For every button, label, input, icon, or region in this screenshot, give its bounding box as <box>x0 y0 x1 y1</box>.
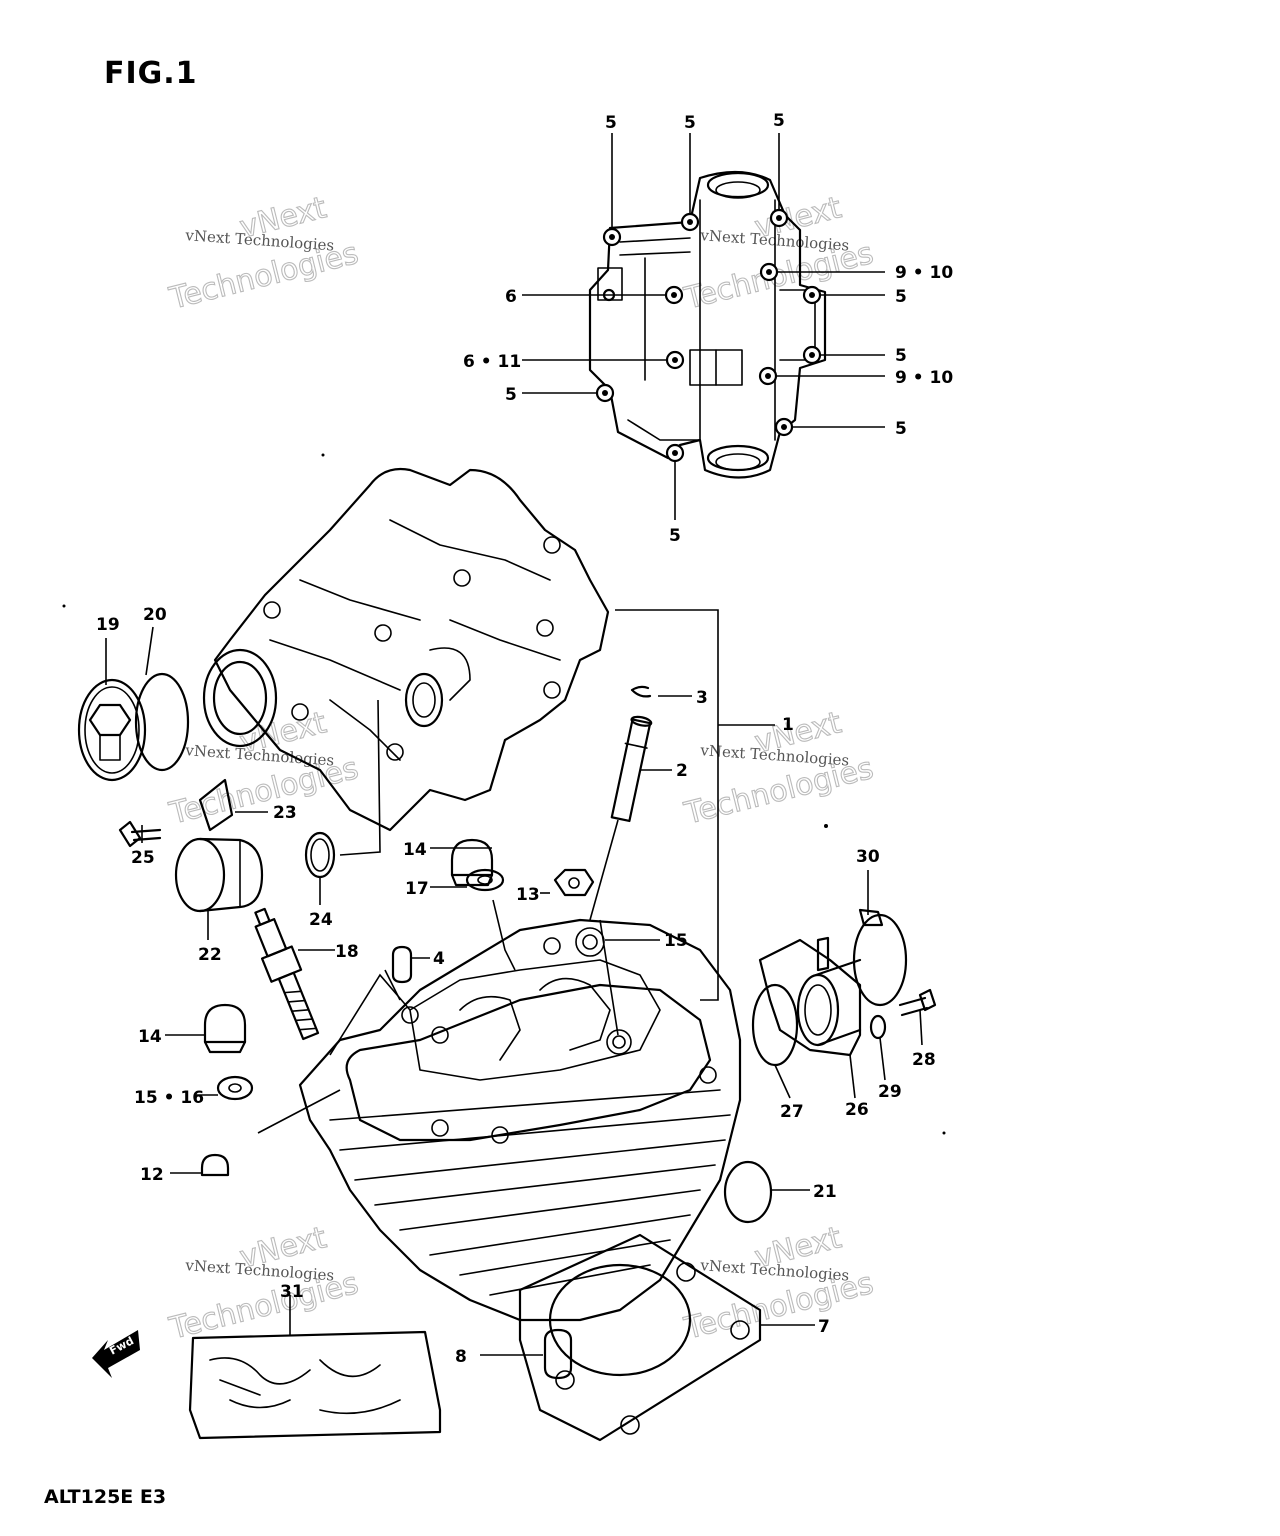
watermark-text: vNext Technologies <box>699 741 850 769</box>
callout-19: 19 <box>96 615 120 635</box>
callout-27: 27 <box>780 1102 804 1122</box>
callout-8: 8 <box>455 1347 467 1367</box>
callout-9-10: 9 • 10 <box>895 368 953 388</box>
callout-21: 21 <box>813 1182 837 1202</box>
spring-washer <box>869 1014 887 1040</box>
plug <box>174 837 264 913</box>
callout-15-16: 15 • 16 <box>134 1088 204 1108</box>
callout-12: 12 <box>140 1165 164 1185</box>
washer <box>216 1075 254 1101</box>
dowel-pin <box>543 1328 573 1380</box>
callout-5: 5 <box>505 385 517 405</box>
flange-nut <box>553 868 595 897</box>
cylinder-head <box>298 918 742 1322</box>
cover-leader-lines <box>522 133 885 520</box>
forward-arrow-icon: Fwd <box>92 1330 140 1378</box>
callout-14: 14 <box>403 840 427 860</box>
o-ring <box>751 983 799 1067</box>
callout-5: 5 <box>605 113 617 133</box>
intake-pipe <box>758 936 862 1057</box>
leader-lines <box>105 626 923 1356</box>
watermark-text: vNext Technologies <box>699 1256 850 1284</box>
callout-13: 13 <box>516 885 540 905</box>
callout-7: 7 <box>818 1317 830 1337</box>
callout-5: 5 <box>773 111 785 131</box>
callout-6: 6 <box>505 287 517 307</box>
screw <box>898 988 937 1017</box>
callout-2: 2 <box>676 761 688 781</box>
callout-31: 31 <box>280 1282 304 1302</box>
callout-14: 14 <box>138 1027 162 1047</box>
valve-clip <box>630 685 652 698</box>
callout-6-11: 6 • 11 <box>463 352 521 372</box>
callout-1: 1 <box>782 715 794 735</box>
cap-nut <box>203 1003 247 1054</box>
side-plug <box>723 1160 773 1224</box>
cap-nut <box>450 838 494 887</box>
callout-22: 22 <box>198 945 222 965</box>
callout-25: 25 <box>131 848 155 868</box>
spark-plug <box>254 907 320 1041</box>
oil-filler-cap <box>77 678 147 782</box>
hose-clamp <box>852 908 908 1007</box>
callout-9-10: 9 • 10 <box>895 263 953 283</box>
model-code: ALT125E E3 <box>44 1486 167 1508</box>
callout-15: 15 <box>664 931 688 951</box>
bolt <box>118 820 162 848</box>
callout-17: 17 <box>405 879 429 899</box>
callout-5: 5 <box>895 287 907 307</box>
figure-title: FIG.1 <box>104 56 198 91</box>
callout-29: 29 <box>878 1082 902 1102</box>
watermark-text: vNext Technologies <box>184 1256 335 1284</box>
callout-4: 4 <box>433 949 445 969</box>
gasket-set <box>188 1330 442 1440</box>
callout-28: 28 <box>912 1050 936 1070</box>
callout-24: 24 <box>309 910 333 930</box>
part-1-bracket <box>615 609 719 1001</box>
callout-5: 5 <box>669 526 681 546</box>
callout-3: 3 <box>696 688 708 708</box>
watermark-text: vNext Technologies <box>184 226 335 254</box>
camshaft-housing <box>202 467 610 832</box>
callout-30: 30 <box>856 847 880 867</box>
callout-5: 5 <box>895 419 907 439</box>
assembly-guide-lines <box>257 699 619 1134</box>
head-gasket <box>518 1233 762 1442</box>
washer <box>465 868 505 892</box>
callout-26: 26 <box>845 1100 869 1120</box>
callout-5: 5 <box>684 113 696 133</box>
callout-5: 5 <box>895 346 907 366</box>
callout-18: 18 <box>335 942 359 962</box>
dowel-pin <box>391 945 413 984</box>
plate <box>198 778 234 832</box>
plug-cap <box>200 1153 230 1177</box>
callout-23: 23 <box>273 803 297 823</box>
callout-20: 20 <box>143 605 167 625</box>
o-ring <box>134 672 190 772</box>
valve-guide <box>610 715 653 823</box>
